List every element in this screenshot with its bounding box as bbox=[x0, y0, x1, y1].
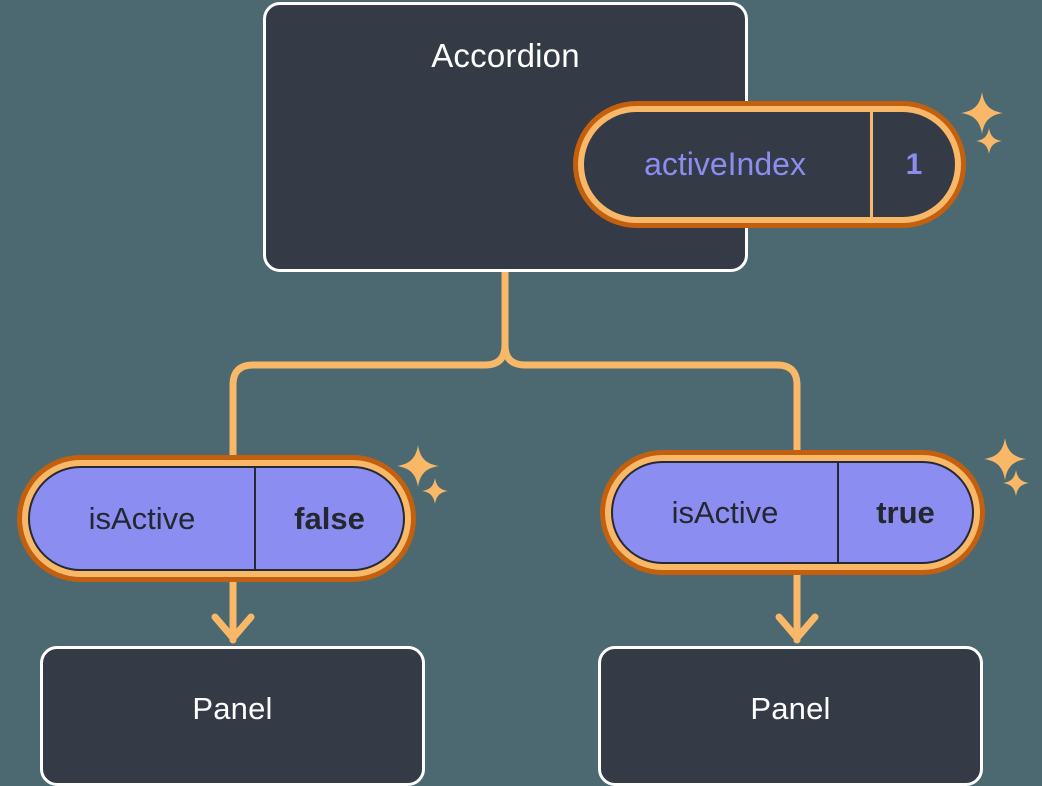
sparkle-small-icon bbox=[1002, 469, 1030, 497]
sparkle-small-icon bbox=[975, 127, 1003, 155]
state-value-label: 1 bbox=[905, 147, 923, 181]
state-pill-activeindex[interactable]: activeIndex 1 bbox=[573, 101, 966, 228]
component-card-panel-left[interactable]: Panel bbox=[40, 646, 425, 786]
state-value-label: true bbox=[876, 494, 935, 530]
component-title-accordion: Accordion bbox=[431, 37, 580, 74]
component-card-panel-right[interactable]: Panel bbox=[598, 646, 983, 786]
state-value-label: false bbox=[294, 500, 365, 536]
sparkle-icon bbox=[983, 437, 1027, 481]
connector-root-to-right bbox=[501, 268, 801, 454]
state-pill-body: activeIndex 1 bbox=[584, 112, 955, 217]
sparkle-small-icon bbox=[421, 477, 449, 505]
sparkle-icon bbox=[960, 91, 1004, 135]
state-pill-body: isActive false bbox=[28, 466, 405, 571]
connector-root-to-left bbox=[229, 268, 509, 459]
state-key-label: activeIndex bbox=[584, 112, 873, 217]
state-pill-isactive-false[interactable]: isActive false bbox=[17, 455, 416, 582]
arrow-down-icon-left bbox=[211, 578, 255, 644]
arrow-down-icon-right bbox=[775, 571, 819, 644]
component-card-accordion[interactable]: Accordion activeIndex 1 bbox=[263, 2, 1003, 272]
state-pill-ring: isActive false bbox=[22, 460, 411, 577]
state-pill-isactive-true[interactable]: isActive true bbox=[600, 450, 985, 575]
state-pill-ring: isActive true bbox=[605, 455, 980, 570]
component-title-panel: Panel bbox=[750, 691, 831, 726]
diagram-canvas: Accordion activeIndex 1 isActive bbox=[17, 2, 1030, 786]
state-pill-ring: activeIndex 1 bbox=[578, 106, 961, 223]
state-key-label: isActive bbox=[613, 463, 839, 562]
state-key-label: isActive bbox=[30, 468, 256, 569]
state-pill-body: isActive true bbox=[611, 461, 974, 564]
component-title-panel: Panel bbox=[192, 691, 273, 726]
